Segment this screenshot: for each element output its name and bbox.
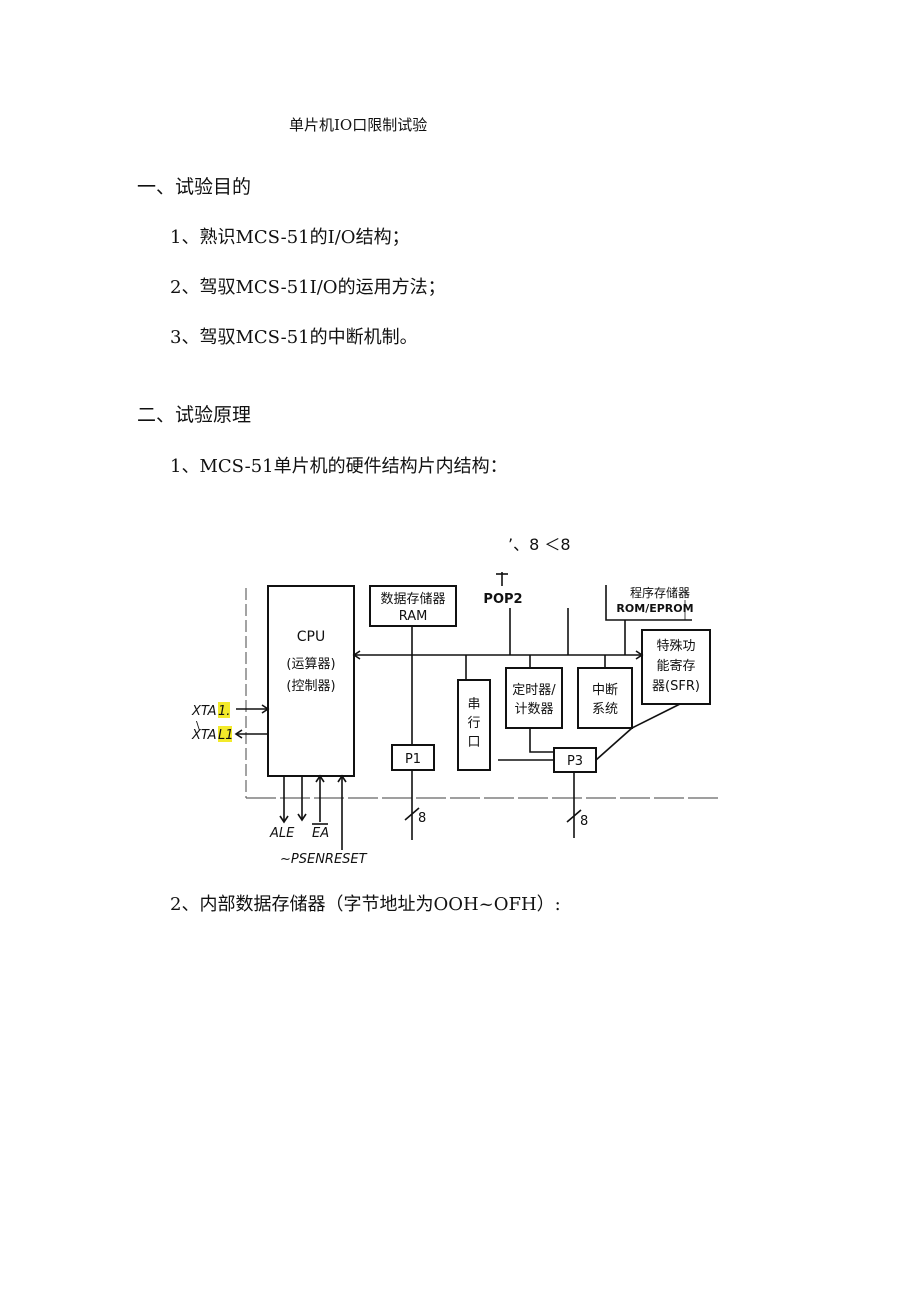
purpose-item-3: 3、驾驭MCS-51的中断机制。 bbox=[170, 327, 418, 348]
sfr-block bbox=[641, 629, 711, 705]
xtal-tick-mark: \ bbox=[196, 719, 200, 732]
document-title: 单片机IO口限制试验 bbox=[289, 116, 428, 134]
xtal2-label: XTA bbox=[191, 728, 217, 743]
sfr-label-2: 能寄存 bbox=[656, 658, 695, 674]
interrupt-label-2: 系统 bbox=[592, 702, 618, 717]
diagram-top-note: ’、8 ＜8 bbox=[508, 535, 571, 554]
serial-label-1: 串 bbox=[467, 697, 480, 712]
sfr-label-1: 特殊功 bbox=[656, 639, 695, 654]
ram-label: 数据存储器 bbox=[380, 592, 445, 607]
p1-block bbox=[391, 744, 435, 771]
sfr-label-3: 器(SFR) bbox=[652, 679, 700, 694]
bus-arrow-sfr bbox=[635, 650, 644, 660]
p3-interrupt-line bbox=[595, 727, 633, 761]
reset-arrow bbox=[337, 774, 347, 783]
psen-reset-label: ~PSENRESET bbox=[280, 852, 368, 867]
interrupt-block bbox=[577, 667, 633, 729]
xtal2-highlight bbox=[218, 726, 232, 742]
ale-arrow bbox=[279, 815, 289, 824]
section-heading-purpose: 一、试验目的 bbox=[137, 176, 252, 198]
mcs51-structure-diagram: ’、8 ＜8 CPU (运算器) (控制器) 数据存储器 RAM POP2 程序… bbox=[191, 535, 720, 867]
ea-label: EA bbox=[312, 826, 329, 841]
rom-sub-label: ROM/EPROM bbox=[616, 602, 693, 615]
timer-label-2: 计数器 bbox=[514, 702, 553, 717]
ram-block bbox=[369, 585, 457, 627]
interrupt-sfr-line bbox=[631, 703, 681, 729]
ale-label: ALE bbox=[269, 826, 295, 841]
serial-port-block bbox=[457, 679, 491, 771]
rom-bracket bbox=[605, 585, 692, 621]
p1-bus-tick bbox=[404, 807, 420, 821]
timer-block bbox=[505, 667, 563, 729]
rom-label: 程序存储器 bbox=[630, 585, 690, 600]
serial-label-2: 行 bbox=[467, 716, 480, 731]
ea-arrow bbox=[315, 774, 325, 783]
xtal1-arrow bbox=[261, 704, 270, 714]
p1-bus-width: 8 bbox=[418, 811, 426, 826]
xtal2-arrow bbox=[234, 729, 243, 739]
xtal1-label: XTA bbox=[191, 704, 217, 719]
xtal2-highlight-text: L1 bbox=[218, 728, 234, 743]
bus-arrow-cpu bbox=[352, 650, 361, 660]
p1-label: P1 bbox=[405, 752, 421, 767]
p3-bus-width: 8 bbox=[580, 814, 588, 829]
interrupt-label-1: 中断 bbox=[592, 683, 618, 698]
p3-block bbox=[553, 747, 597, 773]
cpu-label: CPU bbox=[297, 629, 325, 645]
timer-label-1: 定时器/ bbox=[512, 683, 556, 698]
purpose-item-1: 1、熟识MCS-51的I/O结构； bbox=[170, 227, 410, 248]
psen-arrow bbox=[297, 813, 307, 822]
cpu-block bbox=[267, 585, 355, 777]
xtal1-highlight-text: 1. bbox=[218, 704, 230, 719]
timer-p3-line bbox=[529, 728, 554, 753]
pop2-label: POP2 bbox=[483, 592, 522, 607]
principle-item-2: 2、内部数据存储器（字节地址为OOH~OFH）: bbox=[170, 894, 561, 915]
p3-bus-tick bbox=[566, 809, 582, 823]
ram-sub-label: RAM bbox=[399, 609, 428, 624]
cpu-alu-label: (运算器) bbox=[286, 657, 335, 672]
p3-label: P3 bbox=[567, 754, 583, 769]
cpu-controller-label: (控制器) bbox=[286, 679, 335, 694]
purpose-item-2: 2、驾驭MCS-51I/O的运用方法； bbox=[170, 277, 446, 298]
section-heading-principle: 二、试验原理 bbox=[137, 404, 252, 426]
principle-item-1: 1、MCS-51单片机的硬件结构片内结构： bbox=[170, 456, 508, 477]
xtal1-highlight bbox=[218, 702, 230, 718]
serial-label-3: 口 bbox=[467, 735, 480, 750]
